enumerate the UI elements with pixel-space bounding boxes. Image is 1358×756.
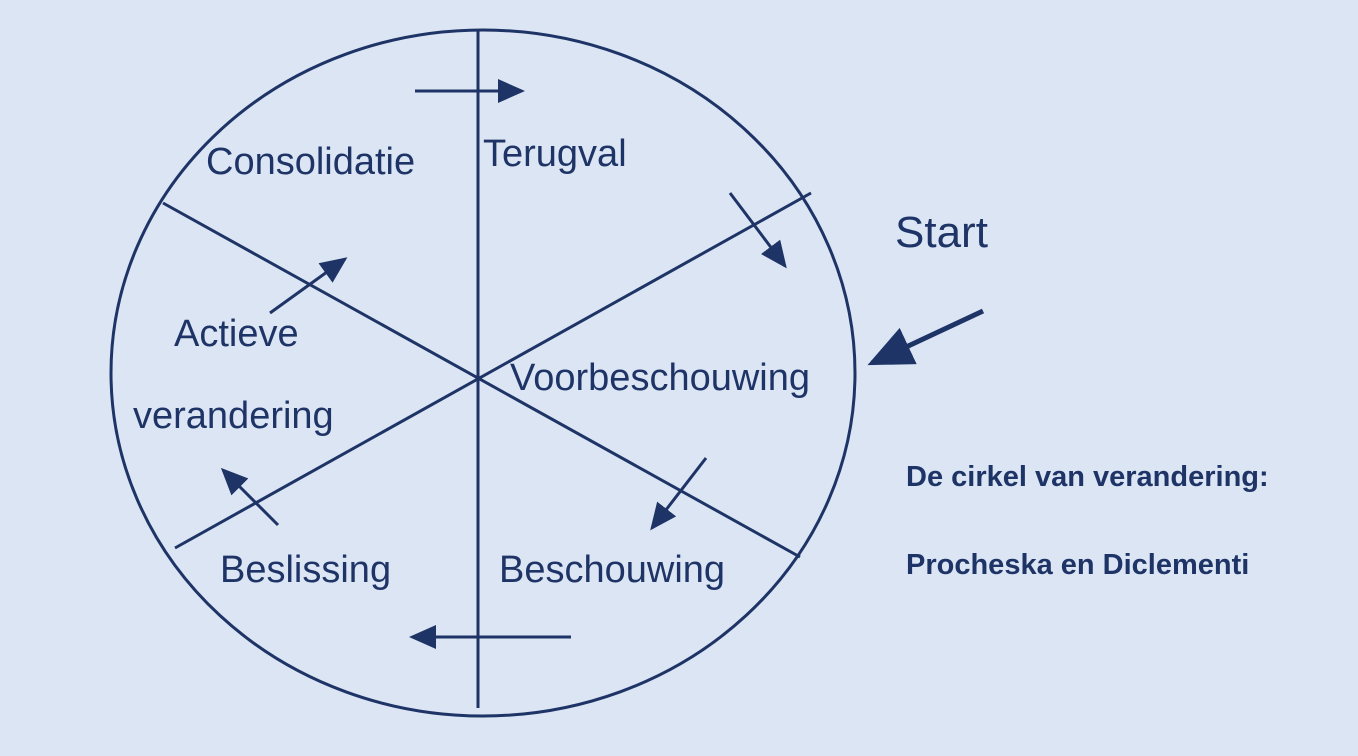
stage-label-verandering: verandering (133, 395, 334, 437)
divider-diagonal-up (174, 191, 812, 550)
stage-label-beschouwing: Beschouwing (499, 549, 725, 591)
arrow-terugval-to-voorbeschouwing (728, 192, 787, 269)
start-arrow (867, 308, 985, 366)
arrow-beslissing-to-actieve-verandering (220, 467, 280, 527)
cycle-circle (109, 28, 857, 718)
start-label: Start (895, 208, 988, 257)
stage-label-terugval: Terugval (483, 133, 627, 175)
stage-label-beslissing: Beslissing (220, 549, 391, 591)
caption-authors: Procheska en Diclementi (906, 549, 1249, 581)
arrow-voorbeschouwing-to-beschouwing (650, 457, 708, 531)
stage-label-consolidatie: Consolidatie (206, 141, 415, 183)
stage-label-voorbeschouwing: Voorbeschouwing (510, 357, 810, 399)
caption-title: De cirkel van verandering: (906, 461, 1269, 493)
divider-diagonal-down (162, 201, 801, 559)
arrow-actieve-verandering-to-consolidatie (269, 257, 348, 315)
stage-label-actieve: Actieve (174, 313, 299, 355)
